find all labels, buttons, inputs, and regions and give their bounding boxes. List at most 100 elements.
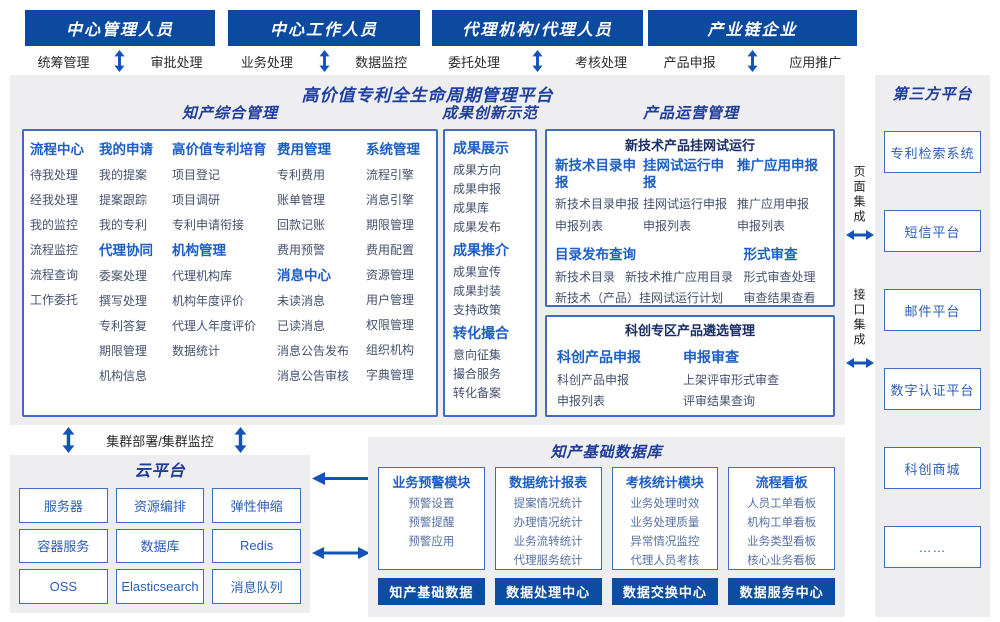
role-group: 代理机构/代理人员委托处理考核处理 (432, 10, 643, 76)
module-item: 我的专利 (99, 218, 148, 232)
module-item: 待我处理 (30, 168, 79, 182)
arrow-left-icon (312, 472, 370, 490)
ip-columns: 流程中心待我处理经我处理我的监控流程监控流程查询工作委托我的申请我的提案提案跟踪… (30, 137, 430, 389)
platform-panel: 高价值专利全生命周期管理平台 知产综合管理 流程中心待我处理经我处理我的监控流程… (10, 75, 845, 425)
third-party-title: 第三方平台 (892, 86, 973, 103)
module-item: 未读消息 (277, 294, 326, 308)
module-group-title: 消息中心 (277, 268, 331, 283)
cloud-service-box: 资源编排 (115, 488, 205, 523)
module-item: 新技术推广应用目录 (625, 270, 734, 284)
module-item: 我的监控 (30, 218, 79, 232)
role-action-label: 应用推广 (789, 54, 842, 70)
third-party-panel: 第三方平台 专利检索系统短信平台邮件平台数字认证平台科创商城…… (875, 75, 990, 617)
module-item: 业务处理时效 (630, 498, 700, 510)
cloud-service-box: 弹性伸缩 (212, 488, 301, 523)
third-party-list: 专利检索系统短信平台邮件平台数字认证平台科创商城…… (884, 131, 981, 568)
module-item: 期限管理 (366, 218, 415, 232)
module-item: 资源管理 (366, 268, 415, 282)
module-item: 费用预警 (277, 243, 326, 257)
module-item: 工作委托 (30, 293, 79, 307)
double-arrow-vertical-icon (532, 50, 543, 72)
database-title: 知产基础数据库 (550, 444, 663, 461)
module-group-title: 费用管理 (277, 142, 331, 157)
selection-columns: 科创产品申报科创产品申报申报列表申报审查上架评审形式审查评审结果查询 (555, 342, 825, 412)
third-party-system-box: …… (884, 526, 981, 568)
role-actions: 委托处理考核处理 (432, 46, 643, 76)
selection-title: 科创专区产品遴选管理 (624, 323, 755, 338)
trial-columns: 新技术目录申报新技术目录申报申报列表挂网试运行申报挂网试运行申报申报列表推广应用… (555, 157, 825, 237)
module-item: 提案情况统计 (513, 498, 583, 510)
module-column: 科创产品申报科创产品申报申报列表 (557, 344, 675, 412)
database-module-box: 流程看板人员工单看板机构工单看板业务类型看板核心业务看板 (728, 467, 835, 570)
module-item: 专利申请衔接 (172, 218, 245, 232)
module-group-title: 我的申请 (99, 142, 153, 157)
ip-database-panel: 知产基础数据库 业务预警模块预警设置预警提醒预警应用数据统计报表提案情况统计办理… (368, 437, 845, 617)
module-column: 流程中心待我处理经我处理我的监控流程监控流程查询工作委托 (30, 137, 94, 389)
module-column: 申报审查上架评审形式审查评审结果查询 (683, 344, 823, 412)
role-title-bar: 中心工作人员 (228, 10, 420, 46)
cloud-service-box: Redis (212, 528, 301, 564)
module-group-title: 科创产品申报 (557, 349, 641, 365)
role-actions: 产品申报应用推广 (648, 46, 857, 76)
role-action-label: 业务处理 (240, 54, 293, 70)
module-group-title: 高价值专利培育 (172, 142, 267, 157)
formal-review-items: 形式审查处理审查结果查看 (743, 267, 825, 309)
module-item: 代理人员考核 (630, 555, 700, 567)
data-center-bar: 数据交换中心 (611, 578, 719, 605)
module-item: 项目调研 (172, 193, 221, 207)
module-item: 我的提案 (99, 168, 148, 182)
module-item: 评审结果查询 (683, 394, 756, 408)
module-group-title: 流程中心 (30, 142, 84, 157)
module-column: 我的申请我的提案提案跟踪我的专利代理协同委案处理撰写处理专利答复期限管理机构信息 (99, 137, 167, 389)
module-item: 已读消息 (277, 319, 326, 333)
module-item: 核心业务看板 (747, 555, 817, 567)
module-column: 系统管理流程引擎消息引擎期限管理费用配置资源管理用户管理权限管理组织机构字典管理 (366, 137, 430, 389)
module-item: 经我处理 (30, 193, 79, 207)
module-item: 流程引擎 (366, 168, 415, 182)
module-item: 申报列表 (737, 219, 786, 233)
double-arrow-vertical-icon (747, 50, 758, 72)
cluster-connector: 集群部署/集群监控 (10, 426, 310, 454)
module-item: 机构年度评价 (172, 294, 245, 308)
module-item: 期限管理 (99, 344, 148, 358)
cloud-title: 云平台 (134, 463, 186, 480)
module-item: 项目登记 (172, 168, 221, 182)
double-arrow-vertical-icon (234, 427, 247, 453)
module-item: 业务处理质量 (630, 517, 700, 529)
formal-review-group: 形式审查 形式审查处理审查结果查看 (743, 243, 825, 309)
module-item: 撰写处理 (99, 294, 148, 308)
module-item: 用户管理 (366, 293, 415, 307)
module-item: 业务流转统计 (513, 536, 583, 548)
data-center-bar: 知产基础数据 (378, 578, 485, 605)
module-item: 形式审查处理 (743, 270, 816, 284)
double-arrow-horizontal-icon (312, 546, 370, 565)
section-title: 成果创新示范 (441, 105, 538, 122)
data-center-bar: 数据处理中心 (494, 578, 602, 605)
module-item: 机构信息 (99, 369, 148, 383)
database-modules: 业务预警模块预警设置预警提醒预警应用数据统计报表提案情况统计办理情况统计业务流转… (378, 467, 835, 570)
double-arrow-vertical-icon (318, 50, 330, 72)
section-ip-management: 知产综合管理 流程中心待我处理经我处理我的监控流程监控流程查询工作委托我的申请我… (18, 103, 442, 419)
module-item: 字典管理 (366, 368, 415, 382)
module-item: 专利费用 (277, 168, 326, 182)
module-item: 提案跟踪 (99, 193, 148, 207)
platform-title: 高价值专利全生命周期管理平台 (301, 86, 554, 105)
module-item: 预警应用 (408, 536, 455, 548)
module-item: 推广应用申报 (737, 197, 810, 211)
module-item: 代理服务统计 (513, 555, 583, 567)
module-group-title: 挂网试运行申报 (643, 158, 724, 190)
module-item: 预警提醒 (408, 517, 455, 529)
module-column: 新技术目录申报新技术目录申报申报列表 (555, 157, 639, 237)
cloud-service-box: OSS (19, 569, 108, 604)
role-group: 中心工作人员业务处理 数据监控 (228, 10, 420, 76)
section-product-ops: 产品运营管理 新技术产品挂网试运行 新技术目录申报新技术目录申报申报列表挂网试运… (545, 103, 837, 419)
catalog-items: 新技术目录新技术推广应用目录新技术（产品）挂网试运行计划 (555, 267, 735, 309)
cloud-service-box: Elasticsearch (115, 569, 205, 604)
module-item: 办理情况统计 (513, 517, 583, 529)
third-party-system-box: 数字认证平台 (884, 368, 981, 410)
role-action-label: 数据监控 (355, 54, 408, 70)
third-party-system-box: 专利检索系统 (884, 131, 981, 173)
cloud-service-box: 消息队列 (212, 569, 301, 604)
double-arrow-vertical-icon (532, 50, 543, 72)
